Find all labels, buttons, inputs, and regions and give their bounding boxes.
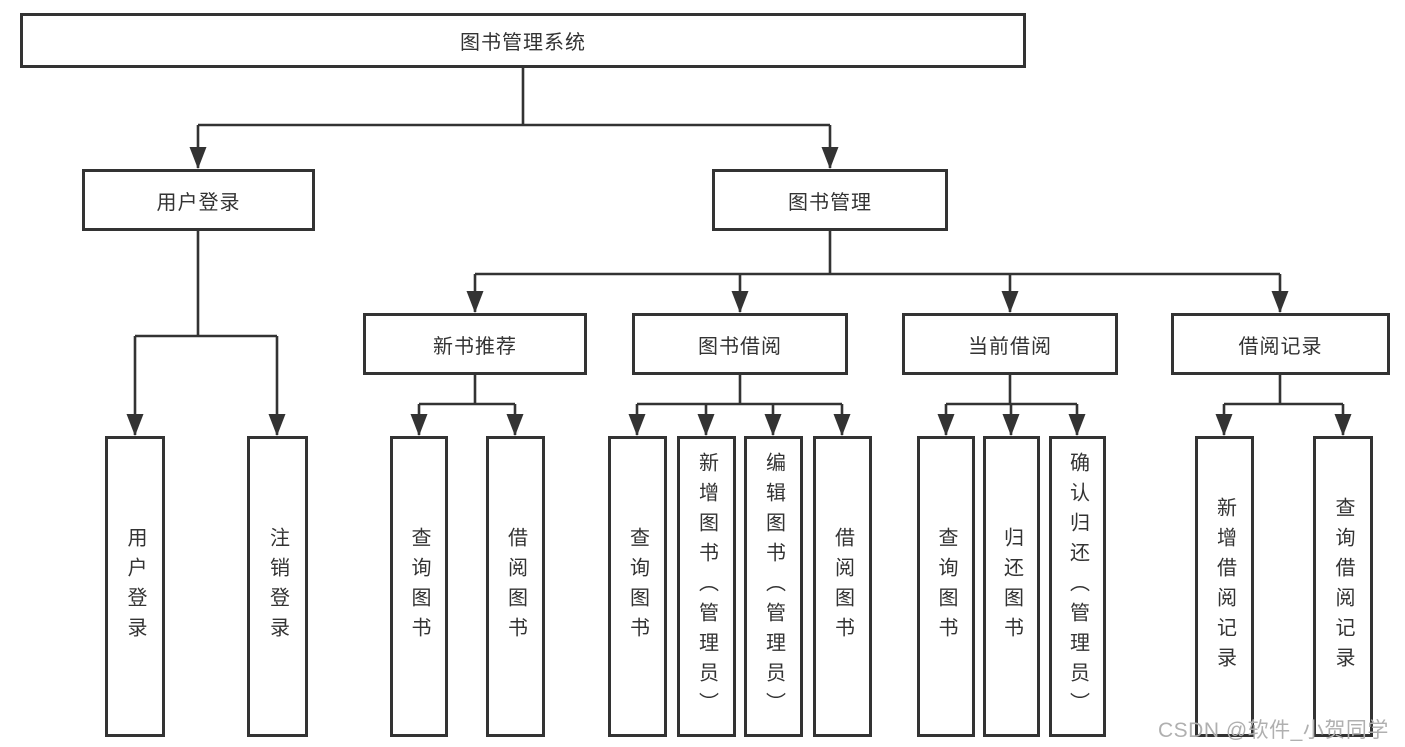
node-label: 注销登录 [266, 526, 289, 647]
node-label: 借阅图书 [504, 526, 527, 647]
node-book-borrowing: 图书借阅 [632, 313, 848, 375]
node-label: 图书借阅 [698, 335, 782, 358]
leaf-logout: 注销登录 [247, 436, 308, 737]
node-new-book-recommendation: 新书推荐 [363, 313, 587, 375]
node-label: 用户登录 [124, 526, 146, 647]
node-label: 用户登录 [156, 191, 241, 214]
leaf-borrow-books-1: 借阅图书 [486, 436, 545, 737]
node-user-login: 用户登录 [82, 169, 315, 231]
node-label: 查询图书 [935, 526, 957, 647]
leaf-add-borrow-record: 新增借阅记录 [1195, 436, 1254, 737]
node-label: 归还图书 [1000, 526, 1023, 647]
node-book-management: 图书管理 [712, 169, 948, 231]
node-label: 查询图书 [626, 526, 649, 647]
node-library-management-system: 图书管理系统 [20, 13, 1026, 68]
node-label: 查询借阅记录 [1332, 496, 1354, 677]
leaf-return-book: 归还图书 [983, 436, 1040, 737]
leaf-confirm-return-admin: 确认归还（管理员） [1049, 436, 1106, 737]
node-label: 借阅记录 [1238, 335, 1323, 358]
leaf-add-book-admin: 新增图书（管理员） [677, 436, 736, 737]
leaf-edit-book-admin: 编辑图书（管理员） [744, 436, 803, 737]
node-label: 确认归还（管理员） [1066, 451, 1089, 722]
leaf-query-books-3: 查询图书 [917, 436, 975, 737]
node-label: 当前借阅 [968, 335, 1052, 358]
leaf-user-login: 用户登录 [105, 436, 165, 737]
node-label: 图书管理 [788, 191, 872, 214]
node-label: 查询图书 [408, 526, 430, 647]
node-label: 新书推荐 [433, 335, 517, 358]
node-label: 借阅图书 [831, 526, 854, 647]
watermark: CSDN @软件_小贺同学 [1158, 719, 1389, 742]
leaf-borrow-books-2: 借阅图书 [813, 436, 872, 737]
node-label: 新增借阅记录 [1213, 496, 1236, 677]
leaf-query-borrow-record: 查询借阅记录 [1313, 436, 1373, 737]
node-borrowing-records: 借阅记录 [1171, 313, 1390, 375]
leaf-query-books-1: 查询图书 [390, 436, 448, 737]
leaf-query-books-2: 查询图书 [608, 436, 667, 737]
node-current-borrowing: 当前借阅 [902, 313, 1118, 375]
node-label: 新增图书（管理员） [695, 451, 718, 722]
node-label: 图书管理系统 [460, 32, 586, 54]
node-label: 编辑图书（管理员） [762, 451, 785, 722]
